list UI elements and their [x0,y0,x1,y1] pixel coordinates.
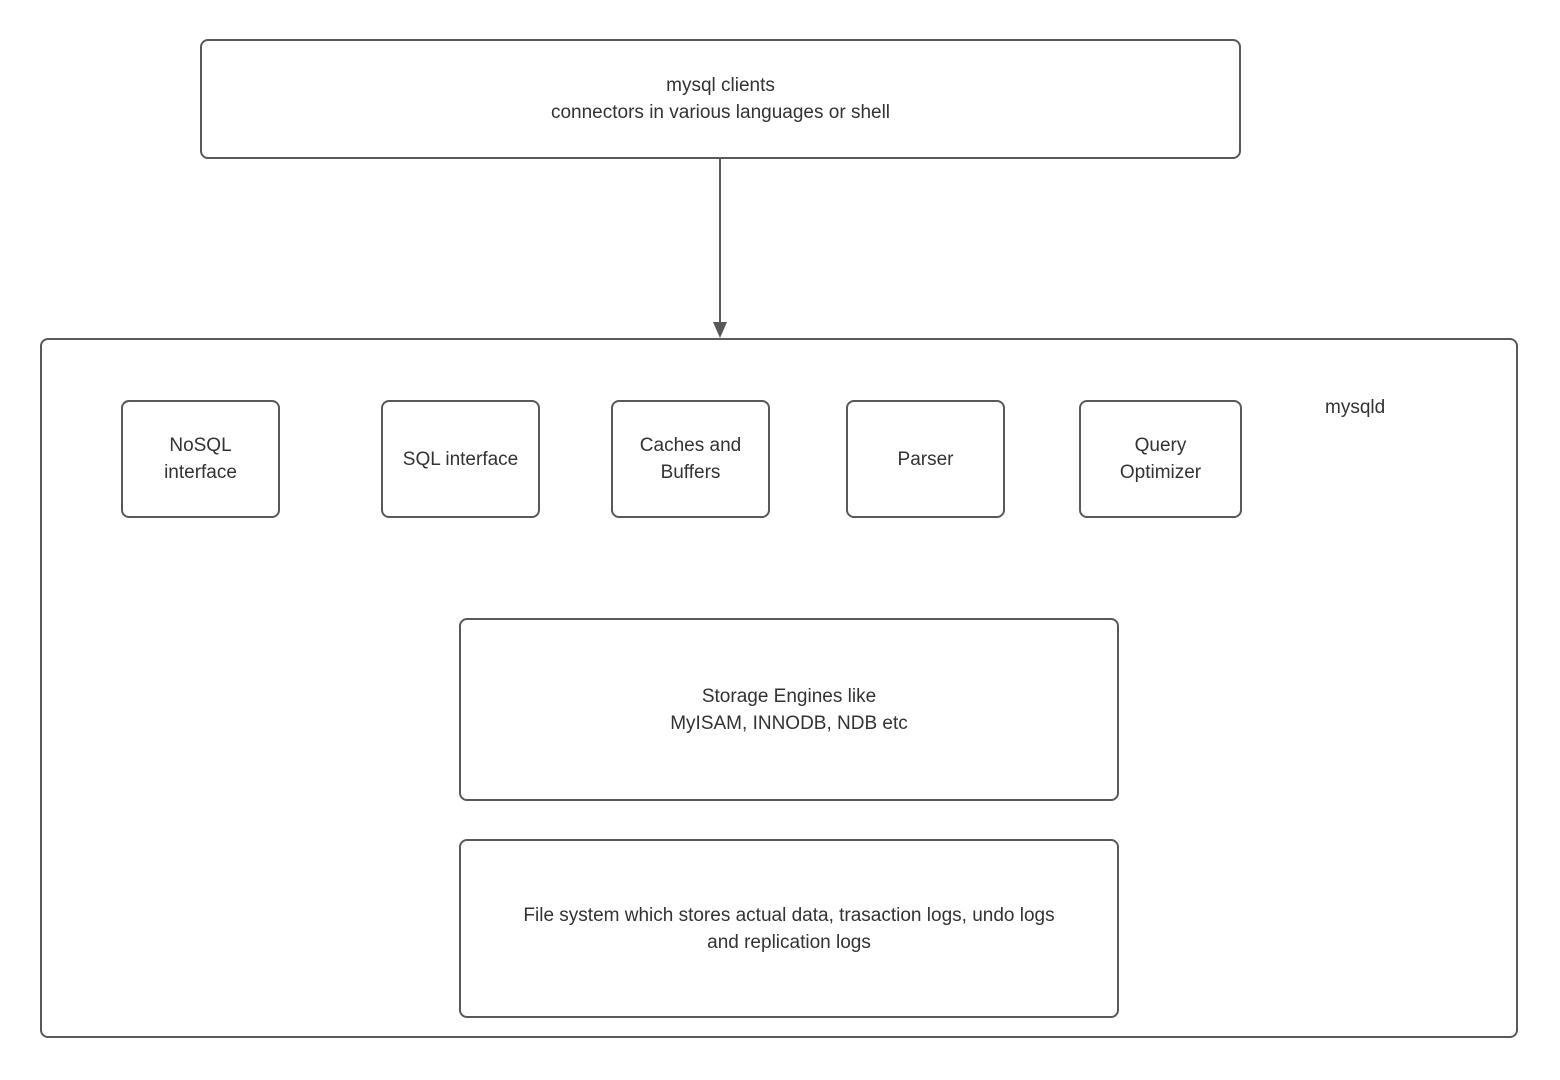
parser-box: Parser [846,400,1005,518]
mysqld-label: mysqld [1325,397,1386,418]
nosql-interface-label: NoSQL interface [164,435,237,483]
query-optimizer-label: Query Optimizer [1119,435,1202,483]
file-system-label: File system which stores actual data, tr… [523,904,1055,953]
query-optimizer-box: Query Optimizer [1079,400,1242,518]
caches-buffers-label: Caches and Buffers [639,435,742,483]
sql-interface-box: SQL interface [381,400,540,518]
nosql-interface-box: NoSQL interface [121,400,280,518]
sql-interface-label: SQL interface [402,448,519,470]
parser-label: Parser [897,448,954,470]
storage-engines-box: Storage Engines like MyISAM, INNODB, NDB… [459,618,1119,801]
mysql-clients-label: mysql clients connectors in various lang… [550,75,891,123]
caches-buffers-box: Caches and Buffers [611,400,770,518]
flow-arrow-down [713,159,727,338]
storage-engines-label: Storage Engines like MyISAM, INNODB, NDB… [670,685,908,734]
file-system-box: File system which stores actual data, tr… [459,839,1119,1018]
mysql-clients-box: mysql clients connectors in various lang… [200,39,1241,159]
